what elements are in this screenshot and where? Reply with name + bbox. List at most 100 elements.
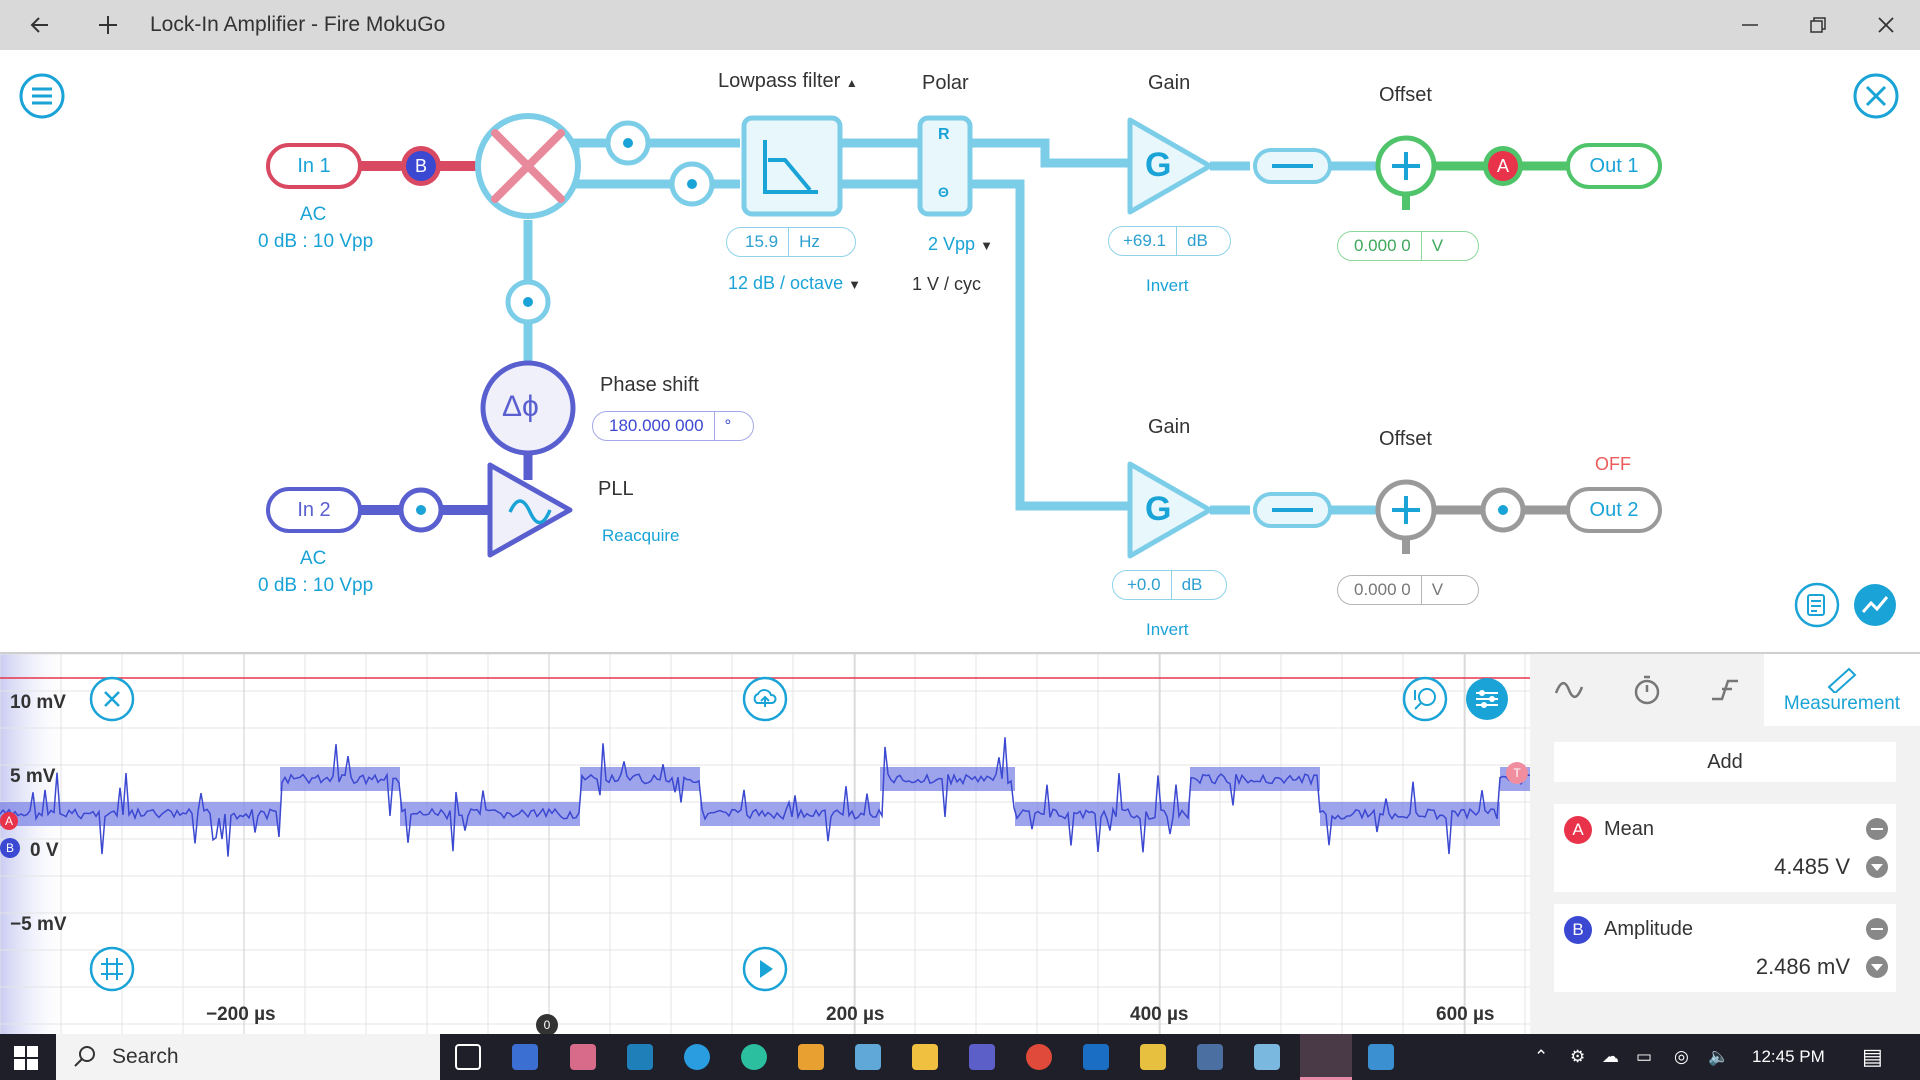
edge-icon[interactable] — [741, 1044, 767, 1070]
plus-icon[interactable] — [80, 0, 136, 50]
remove-measurement-icon[interactable] — [1866, 918, 1888, 940]
file-explorer-icon[interactable] — [912, 1044, 938, 1070]
sharepoint-icon[interactable] — [627, 1044, 653, 1070]
close-window-icon[interactable] — [1858, 0, 1914, 50]
measurement-dropdown-icon[interactable] — [1866, 856, 1888, 878]
grid-icon[interactable] — [89, 946, 135, 992]
out1-button[interactable]: Out 1 — [1589, 154, 1639, 177]
polar-range-dropdown[interactable]: 2 Vpp ▼ — [928, 234, 993, 254]
x-label-400: 400 µs — [1130, 1004, 1189, 1025]
trigger-tab[interactable] — [1686, 654, 1764, 726]
tools-icon[interactable] — [1852, 72, 1900, 120]
tray-chevron-icon[interactable]: ⌃ — [1534, 1047, 1549, 1066]
back-arrow-icon[interactable] — [12, 0, 68, 50]
measurement-card-mean[interactable]: A Mean 4.485 V — [1554, 804, 1896, 892]
measurement-card-amplitude[interactable]: B Amplitude 2.486 mV — [1554, 904, 1896, 992]
minimize-icon[interactable] — [1722, 0, 1778, 50]
polar-scale: 1 V / cyc — [912, 274, 982, 294]
in2-button[interactable]: In 2 — [297, 498, 331, 521]
moku-go-active-icon[interactable] — [1300, 1034, 1352, 1080]
window-title: Lock-In Amplifier - Fire MokuGo — [150, 13, 446, 36]
measurement-tab-label: Measurement — [1783, 693, 1901, 714]
lowpass-slope-dropdown[interactable]: 12 dB / octave ▼ — [728, 273, 861, 293]
search-icon — [74, 1046, 95, 1067]
internet-explorer-icon[interactable] — [684, 1044, 710, 1070]
cloud-upload-icon[interactable] — [742, 676, 788, 722]
close-icon[interactable] — [89, 676, 135, 722]
add-measurement-button[interactable]: Add — [1554, 742, 1896, 782]
notepad-icon[interactable] — [1254, 1044, 1280, 1070]
measurement-panel: Measurement Add A Mean 4.485 V B Amplitu… — [1530, 652, 1920, 1034]
teams-icon[interactable] — [969, 1044, 995, 1070]
lowpass-title[interactable]: Lowpass filter ▲ — [718, 70, 858, 92]
oscilloscope-view[interactable]: 10 mV 5 mV 0 V −5 mV A B T −200 µs 200 µ… — [0, 652, 1530, 1036]
in1-button[interactable]: In 1 — [297, 154, 331, 177]
battery-icon[interactable]: ▭ — [1636, 1047, 1653, 1066]
restore-icon[interactable] — [1790, 0, 1846, 50]
in2-coupling[interactable]: AC — [300, 548, 327, 569]
phase-glyph[interactable]: Δϕ — [502, 390, 539, 423]
paint-icon[interactable] — [570, 1044, 596, 1070]
phase-shift-field[interactable]: 180.000 000° — [592, 411, 754, 441]
phase-shift-title: Phase shift — [600, 374, 699, 396]
main-menu-icon[interactable] — [18, 72, 66, 120]
tray-settings-icon[interactable]: ⚙ — [1570, 1047, 1586, 1066]
gain2-invert[interactable]: Invert — [1146, 620, 1189, 639]
photos-icon[interactable] — [1368, 1044, 1394, 1070]
scope-plot[interactable] — [0, 654, 1530, 1036]
in2-range[interactable]: 0 dB : 10 Vpp — [258, 575, 374, 596]
y-label-0v: 0 V — [30, 840, 59, 861]
notes-icon[interactable] — [1794, 582, 1840, 628]
volume-icon[interactable]: 🔈 — [1708, 1047, 1730, 1066]
moku-icon[interactable] — [1197, 1044, 1223, 1070]
clock-time[interactable]: 12:45 PM — [1752, 1047, 1825, 1066]
pll-reacquire-button[interactable]: Reacquire — [602, 526, 680, 545]
waveform-tab[interactable] — [1530, 654, 1608, 726]
app-window-icon[interactable] — [855, 1044, 881, 1070]
out2-button[interactable]: Out 2 — [1589, 498, 1639, 521]
chrome-icon[interactable] — [1026, 1044, 1052, 1070]
channel-a-marker[interactable]: A — [0, 812, 18, 830]
measurement-dropdown-icon[interactable] — [1866, 956, 1888, 978]
remove-measurement-icon[interactable] — [1866, 818, 1888, 840]
channel-b-marker[interactable]: B — [0, 838, 20, 858]
media-player-icon[interactable] — [798, 1044, 824, 1070]
network-icon[interactable]: ◎ — [1674, 1047, 1689, 1066]
play-icon[interactable] — [742, 946, 788, 992]
datalogger-icon[interactable] — [1852, 582, 1898, 628]
offset2-title: Offset — [1379, 428, 1432, 450]
notifications-icon[interactable]: ▤ — [1862, 1044, 1883, 1069]
y-label-neg5mv: −5 mV — [10, 914, 67, 935]
onedrive-icon[interactable]: ☁ — [1602, 1047, 1619, 1066]
gain2-glyph: G — [1145, 490, 1172, 528]
taskbar-search[interactable]: Search — [56, 1034, 440, 1080]
calculator-icon[interactable] — [512, 1044, 538, 1070]
probe-b-label[interactable]: B — [414, 155, 427, 176]
in1-coupling[interactable]: AC — [300, 204, 327, 225]
windows-start-icon[interactable] — [14, 1046, 38, 1070]
y-label-5mv: 5 mV — [10, 766, 56, 787]
trigger-position-marker[interactable]: 0 — [536, 1014, 558, 1036]
x-label-neg200: −200 µs — [206, 1004, 276, 1025]
pll-title: PLL — [598, 478, 634, 500]
signal-path-diagram — [266, 113, 1662, 559]
measurement-name: Amplitude — [1604, 918, 1693, 940]
gain1-invert[interactable]: Invert — [1146, 276, 1189, 295]
task-view-icon[interactable] — [455, 1044, 481, 1070]
sticky-folder-icon[interactable] — [1140, 1044, 1166, 1070]
probe-a-label[interactable]: A — [1496, 155, 1509, 176]
trigger-level-marker[interactable]: T — [1506, 762, 1528, 784]
in1-range[interactable]: 0 dB : 10 Vpp — [258, 231, 374, 252]
settings-sliders-icon[interactable] — [1464, 676, 1510, 722]
polar-title: Polar — [922, 72, 969, 94]
timebase-tab[interactable] — [1608, 654, 1686, 726]
outlook-icon[interactable] — [1083, 1044, 1109, 1070]
search-placeholder: Search — [112, 1045, 179, 1068]
measurement-tab[interactable]: Measurement — [1764, 654, 1920, 726]
zoom-fit-icon[interactable] — [1402, 676, 1448, 722]
